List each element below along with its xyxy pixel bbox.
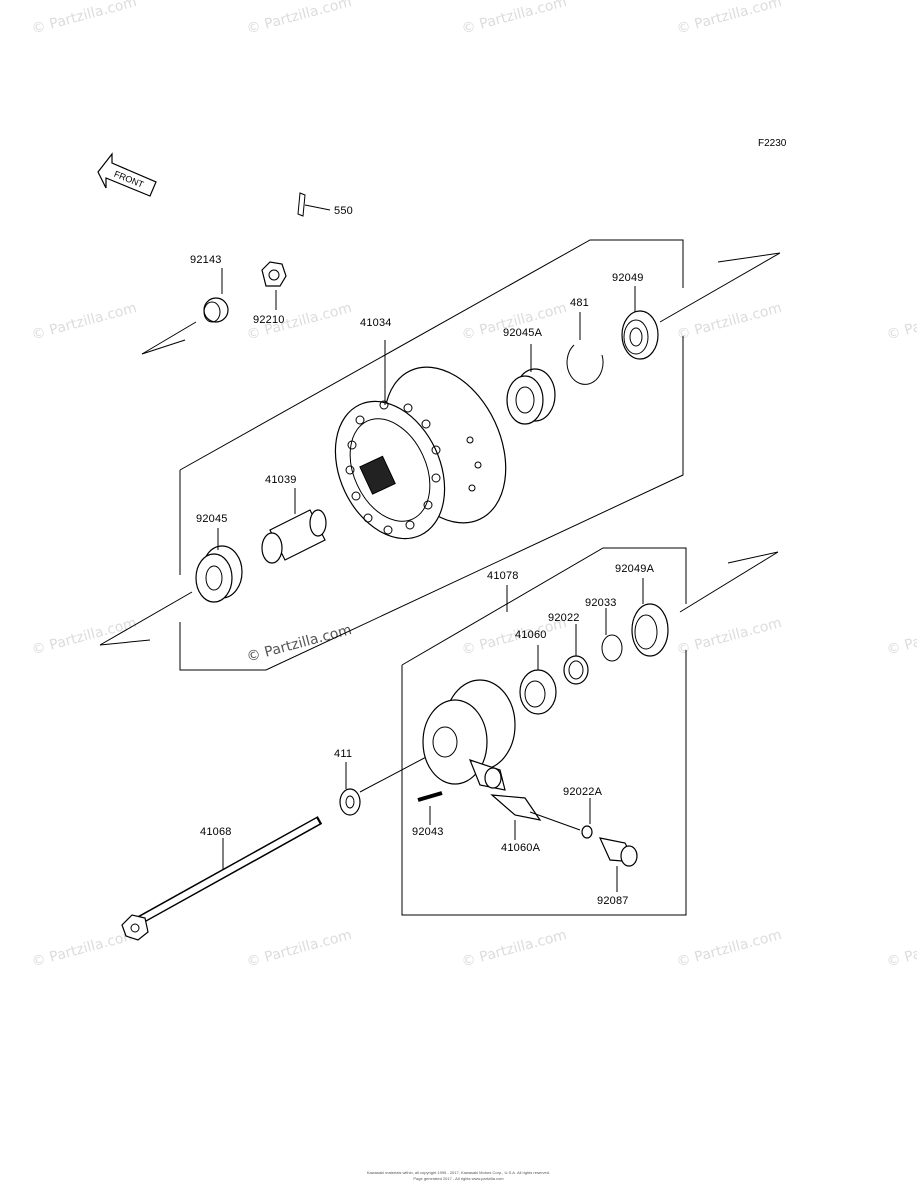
part-label-92049[interactable]: 92049 xyxy=(612,272,644,284)
collar-part xyxy=(203,268,229,323)
part-label-411[interactable]: 411 xyxy=(334,748,353,760)
pin-part xyxy=(417,791,443,825)
part-label-41034[interactable]: 41034 xyxy=(360,317,392,329)
washer-part xyxy=(581,798,593,839)
part-label-41068[interactable]: 41068 xyxy=(200,826,232,838)
copyright-footer: Kawasaki materials within, all copyright… xyxy=(300,1170,617,1182)
cotter-pin xyxy=(297,192,331,217)
part-label-41078[interactable]: 41078 xyxy=(487,570,519,582)
part-label-92049A[interactable]: 92049A xyxy=(615,563,655,575)
part-label-92210[interactable]: 92210 xyxy=(253,314,285,326)
bushing-part xyxy=(598,837,638,892)
copyright-line: Kawasaki materials within, all copyright… xyxy=(366,1170,551,1175)
part-label-41060A[interactable]: 41060A xyxy=(501,842,541,854)
part-label-92022A[interactable]: 92022A xyxy=(563,786,603,798)
bearing-part xyxy=(506,344,556,425)
part-label-41039[interactable]: 41039 xyxy=(265,474,297,486)
part-label-92045[interactable]: 92045 xyxy=(196,513,228,525)
part-label-92045A[interactable]: 92045A xyxy=(503,327,543,339)
wheel-hub-part xyxy=(334,340,507,540)
oil-seal-part xyxy=(621,286,659,360)
part-label-550[interactable]: 550 xyxy=(334,205,353,217)
bearing-part xyxy=(195,528,243,603)
oil-seal-part xyxy=(631,578,669,657)
front-arrow-icon: FRONT xyxy=(97,152,157,197)
castle-nut-part xyxy=(261,261,287,310)
pinion-gear-part xyxy=(490,794,581,840)
part-label-92022[interactable]: 92022 xyxy=(548,612,580,624)
washer-part xyxy=(563,624,589,685)
drive-gear-part xyxy=(519,645,557,715)
axle-part xyxy=(121,816,323,941)
spacer-part xyxy=(261,488,327,564)
speedometer-housing-part xyxy=(422,585,516,791)
part-label-92043[interactable]: 92043 xyxy=(412,826,444,838)
washer-part xyxy=(339,762,361,816)
gear-housing-outline xyxy=(359,547,779,916)
diagram-code: F2230 xyxy=(758,138,787,149)
circlip-part xyxy=(566,312,604,385)
copyright-line: Page generated 2017 - All rights www.par… xyxy=(413,1176,504,1181)
circlip-part xyxy=(601,608,623,662)
part-label-92143[interactable]: 92143 xyxy=(190,254,222,266)
part-label-481[interactable]: 481 xyxy=(570,297,589,309)
part-label-41060[interactable]: 41060 xyxy=(515,629,547,641)
part-label-92033[interactable]: 92033 xyxy=(585,597,617,609)
part-label-92087[interactable]: 92087 xyxy=(597,895,629,907)
